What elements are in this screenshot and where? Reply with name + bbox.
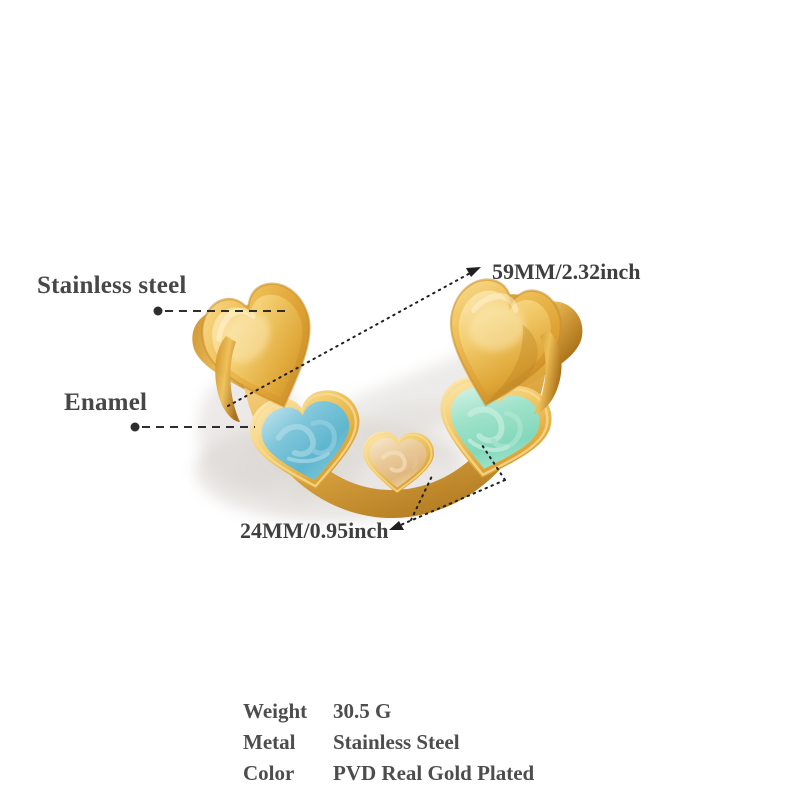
spec-row: Color PVD Real Gold Plated — [243, 760, 534, 791]
leader-stainless-steel — [153, 306, 286, 316]
heart-enamel-tan — [361, 430, 435, 495]
left-terminal-edge — [215, 336, 240, 422]
dimension-label-outer: 59MM/2.32inch — [492, 259, 641, 284]
spec-row: Metal Stainless Steel — [243, 729, 534, 760]
spec-value-metal: Stainless Steel — [333, 730, 460, 754]
dimension-label-inner: 24MM/0.95inch — [240, 518, 389, 543]
heart-enamel-mint — [427, 370, 558, 490]
spec-value-weight: 30.5 G — [333, 699, 392, 723]
specification-table: Weight 30.5 G Metal Stainless Steel Colo… — [243, 698, 534, 791]
callout-label-enamel: Enamel — [64, 389, 148, 416]
callout-label-stainless-steel: Stainless steel — [37, 272, 187, 299]
dimension-line-inner — [389, 441, 506, 530]
leader-enamel — [130, 422, 255, 432]
heart-enamel-blue — [245, 385, 371, 499]
dimension-line-outer — [227, 267, 481, 407]
spec-key-weight: Weight — [243, 699, 308, 723]
spec-key-color: Color — [243, 761, 295, 785]
spec-value-color: PVD Real Gold Plated — [333, 761, 535, 785]
heart-gold-right — [431, 271, 571, 420]
spec-key-metal: Metal — [243, 730, 296, 754]
spec-row: Weight 30.5 G — [243, 698, 534, 729]
heart-gold-left — [190, 273, 336, 427]
right-terminal-edge — [534, 330, 562, 414]
